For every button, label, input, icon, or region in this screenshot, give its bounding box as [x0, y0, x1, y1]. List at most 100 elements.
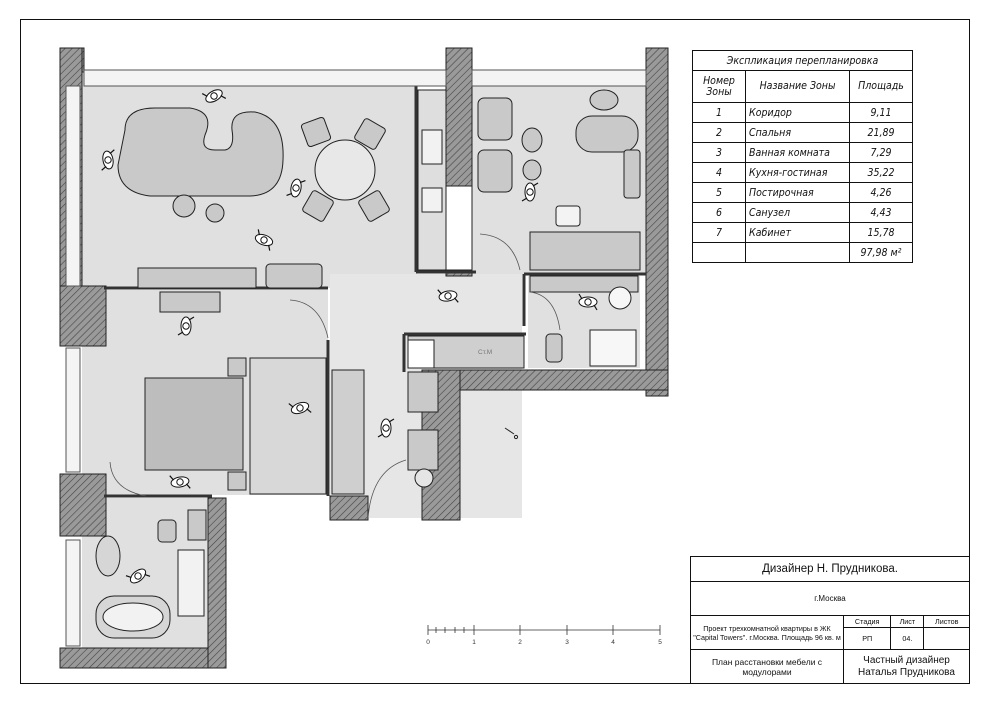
- row-num: 2: [692, 122, 746, 143]
- shoe-cabinet-2: [407, 429, 439, 471]
- row-name: Ванная комната: [745, 142, 850, 163]
- armchair-3: [589, 89, 619, 111]
- row-name: Постирочная: [745, 182, 850, 203]
- bathtub-inner: [102, 602, 164, 632]
- wc-counter: [589, 329, 637, 367]
- sheets-label: Листов: [923, 615, 970, 628]
- total-empty-2: [745, 242, 850, 263]
- drawing-title: План расстановки мебели с модулорами: [690, 649, 844, 684]
- table-row: 4 Кухня-гостиная 35,22: [692, 162, 913, 183]
- chair-1: [300, 116, 332, 148]
- table-row: 6 Санузел 4,43: [692, 202, 913, 223]
- company-name: Частный дизайнер Наталья Прудникова: [843, 649, 970, 684]
- chair-3: [302, 190, 334, 222]
- dining-table: [314, 139, 376, 201]
- table-row: 7 Кабинет 15,78: [692, 222, 913, 243]
- kitchen-column: [445, 185, 473, 271]
- sofa-2: [529, 231, 641, 271]
- table-row: 5 Постирочная 4,26: [692, 182, 913, 203]
- designer-name: Дизайнер Н. Прудникова.: [690, 556, 970, 582]
- row-area: 9,11: [849, 102, 913, 123]
- scale-tick-1: 1: [472, 639, 476, 646]
- armchair-1: [477, 97, 513, 141]
- wall-top-right: [645, 47, 669, 397]
- pouf-1: [172, 194, 196, 218]
- armchair-2: [477, 149, 513, 193]
- sheet-label: Лист: [890, 615, 925, 628]
- stage-value: РП: [842, 627, 892, 650]
- col-header-num: Номер Зоны: [692, 70, 746, 103]
- side-table-2: [522, 159, 542, 181]
- bath-rug: [95, 535, 121, 577]
- row-name: Коридор: [745, 102, 850, 123]
- living-room-furniture: [117, 89, 473, 289]
- col-header-name: Название Зоны: [745, 70, 850, 103]
- scale-bar: [427, 625, 661, 635]
- row-area: 15,78: [849, 222, 913, 243]
- row-num: 1: [692, 102, 746, 123]
- bathroom-furniture: [95, 509, 207, 639]
- bath-toilet: [157, 519, 177, 543]
- windows: [65, 69, 647, 647]
- table-row: 3 Ванная комната 7,29: [692, 142, 913, 163]
- table-right: [575, 115, 639, 153]
- side-table: [521, 127, 543, 153]
- bedroom-furniture: [144, 291, 327, 495]
- sheet-value: 04.: [890, 627, 925, 650]
- row-area: 35,22: [849, 162, 913, 183]
- scale-tick-2: 2: [518, 639, 522, 646]
- chair-4: [358, 190, 390, 222]
- table-row: 1 Коридор 9,11: [692, 102, 913, 123]
- row-area: 7,29: [849, 142, 913, 163]
- wardrobe: [249, 357, 327, 495]
- total-empty-1: [692, 242, 746, 263]
- explication-title: Экспликация перепланировка: [692, 50, 913, 71]
- row-name: Санузел: [745, 202, 850, 223]
- doors: [109, 233, 561, 519]
- row-area: 4,26: [849, 182, 913, 203]
- row-num: 7: [692, 222, 746, 243]
- scale-tick-3: 3: [565, 639, 569, 646]
- closet-label: Ст.М: [478, 349, 492, 356]
- row-name: Кабинет: [745, 222, 850, 243]
- scale-labels: 0 1 2 3 4 5: [426, 639, 662, 646]
- closet-divider: [407, 339, 435, 369]
- chair-2: [354, 118, 386, 150]
- kitchen-counter: [417, 89, 447, 271]
- corridor-cabinet: [331, 369, 365, 495]
- scale-tick-5: 5: [658, 639, 662, 646]
- stage-label: Стадия: [842, 615, 892, 628]
- city: г.Москва: [690, 581, 970, 616]
- table-row: 2 Спальня 21,89: [692, 122, 913, 143]
- drawing-frame: [20, 19, 970, 684]
- washing-machine: [529, 275, 639, 293]
- total-row: 97,98 м²: [692, 242, 913, 263]
- explication-table: Экспликация перепланировка Номер Зоны На…: [692, 50, 913, 263]
- dining-area-furniture: [477, 89, 641, 271]
- desk: [159, 291, 221, 313]
- col-header-area: Площадь: [849, 70, 913, 103]
- title-block: Дизайнер Н. Прудникова. г.Москва Проект …: [690, 556, 970, 684]
- row-num: 5: [692, 182, 746, 203]
- sink-counter: [421, 187, 443, 213]
- shoe-cabinet: [407, 371, 439, 413]
- row-area: 4,43: [849, 202, 913, 223]
- scale-tick-4: 4: [611, 639, 615, 646]
- wc-sink: [608, 286, 632, 310]
- cabinet-right: [623, 149, 641, 199]
- sofa: [117, 107, 284, 197]
- row-num: 3: [692, 142, 746, 163]
- wall-bath-right: [207, 497, 227, 669]
- nightstand-2: [227, 471, 247, 491]
- row-name: Спальня: [745, 122, 850, 143]
- scale-tick-0: 0: [426, 639, 430, 646]
- row-num: 4: [692, 162, 746, 183]
- row-area: 21,89: [849, 122, 913, 143]
- wall-left-pier: [59, 285, 107, 347]
- pouf-2: [205, 203, 225, 223]
- wall-bath-bottom: [59, 647, 227, 669]
- sheets-value: [923, 627, 970, 650]
- stove: [421, 129, 443, 165]
- row-num: 6: [692, 202, 746, 223]
